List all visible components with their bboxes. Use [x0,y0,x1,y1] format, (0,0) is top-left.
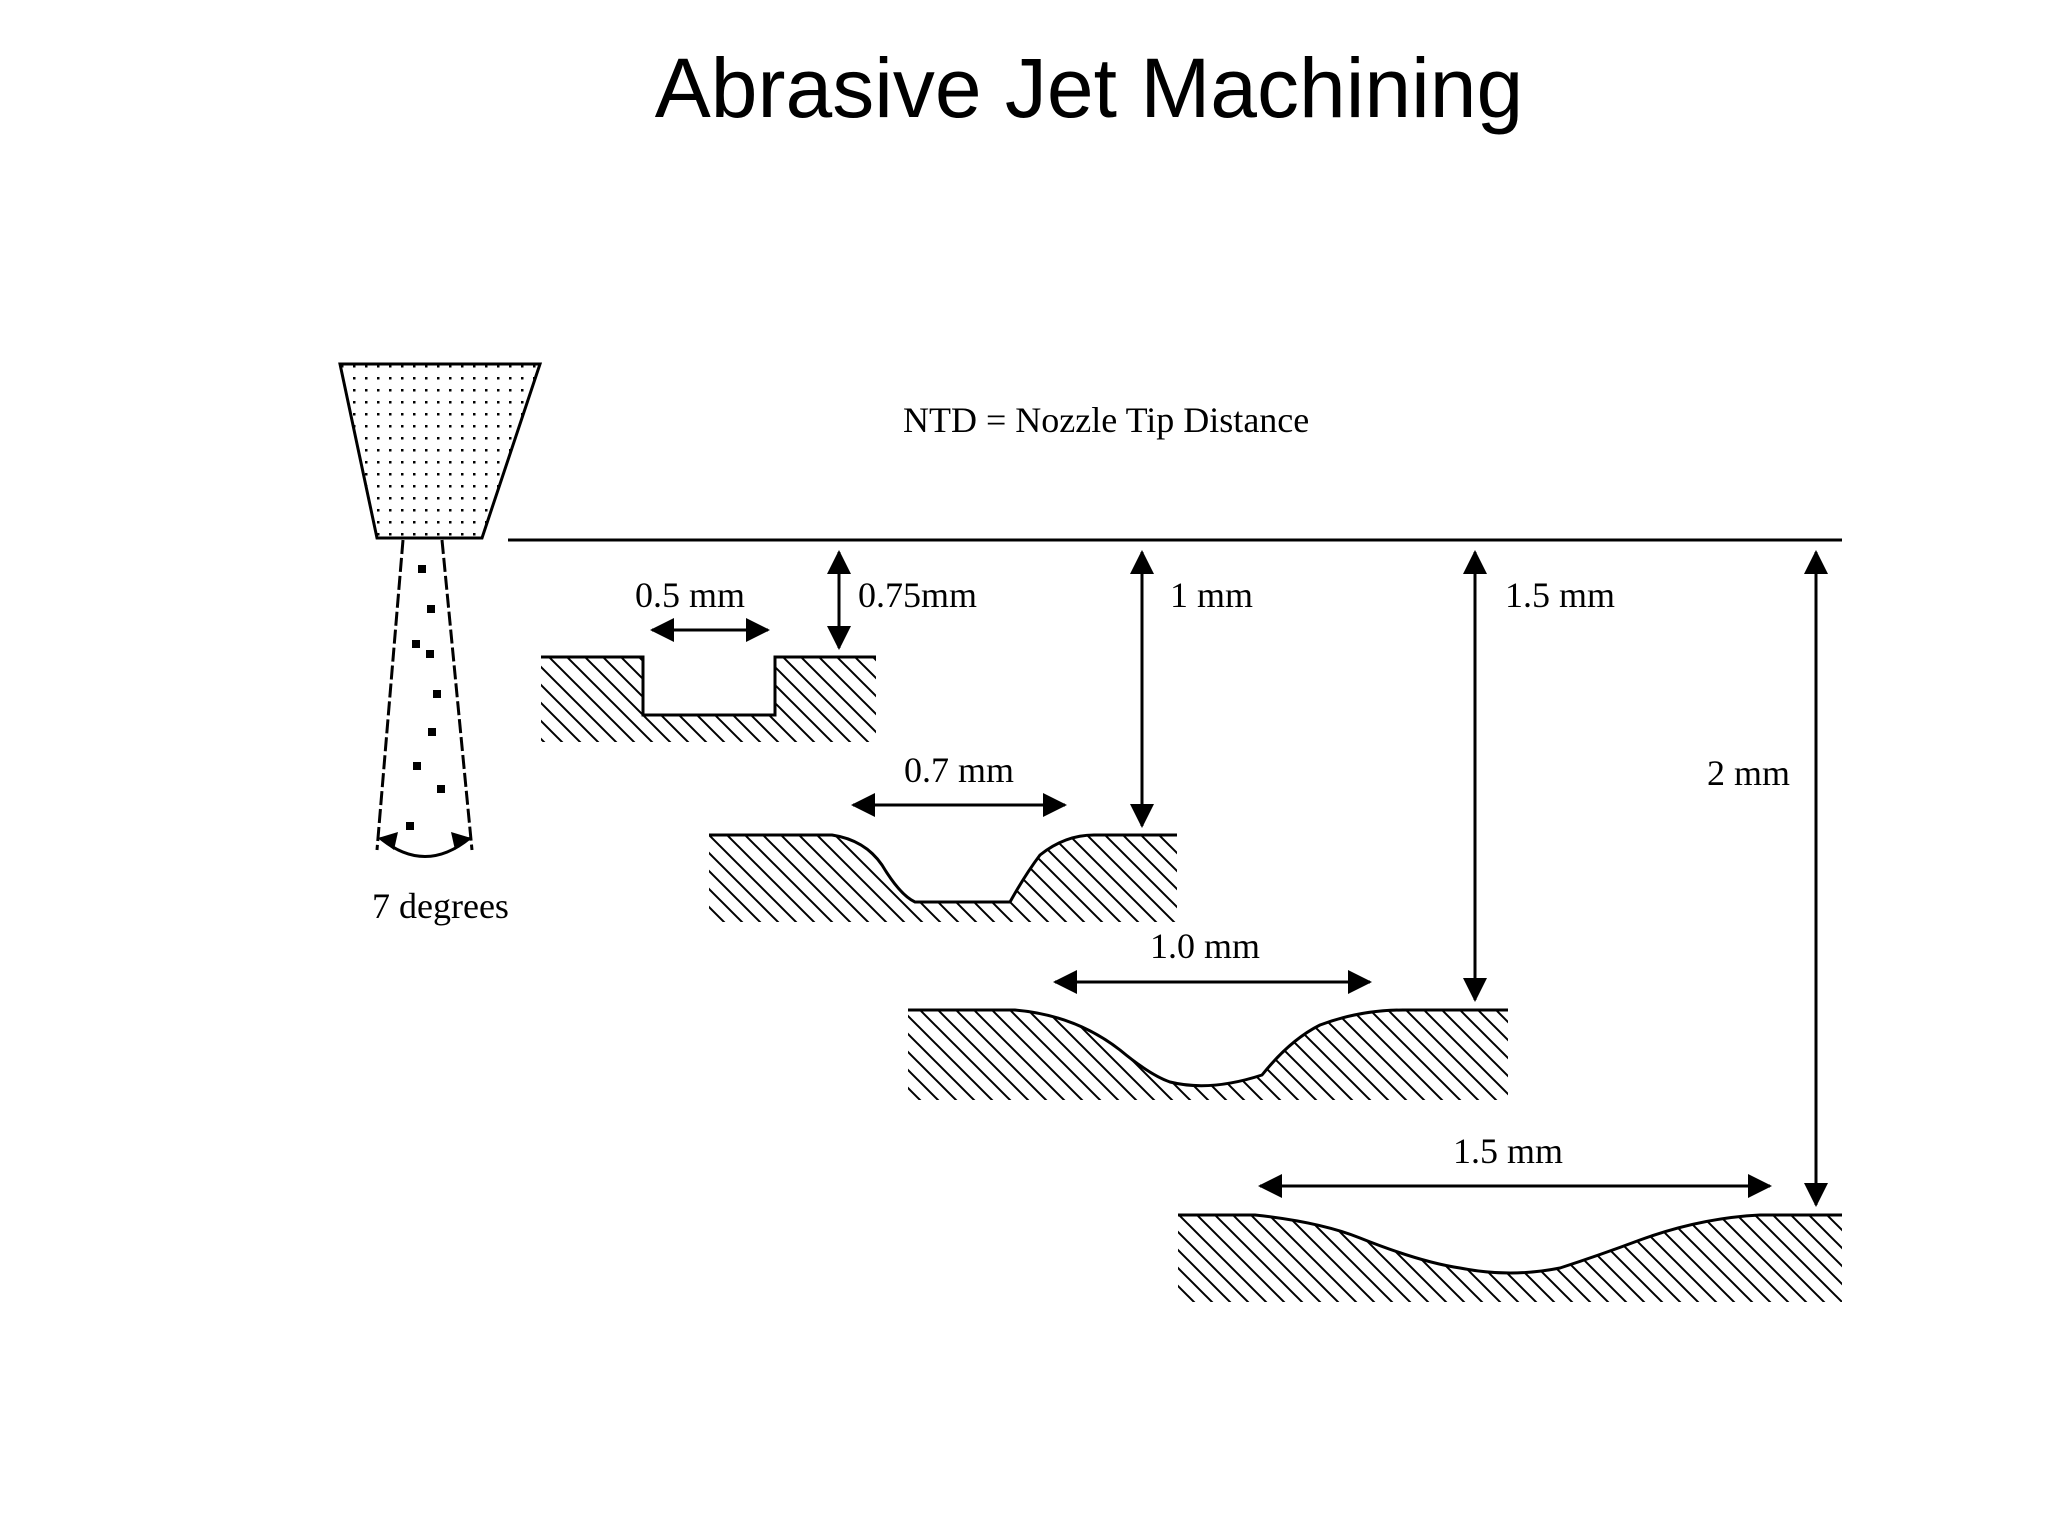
stage-4: 2 mm 1.5 mm [1178,550,1842,1302]
stage-1: 0.75mm 0.5 mm [541,550,977,742]
jet-left-edge [375,539,405,851]
jet-particle [418,565,426,573]
width-label-4: 1.5 mm [1453,1131,1563,1171]
jet-angle-arrow-right [451,832,471,850]
angle-label: 7 degrees [372,886,509,926]
abrasive-jet: 7 degrees [372,539,509,926]
workpiece-2 [709,835,1177,922]
ntd-label-2: 1 mm [1170,575,1253,615]
ntd-label-1: 0.75mm [858,575,977,615]
nozzle-body [338,362,543,540]
ntd-label-3: 1.5 mm [1505,575,1615,615]
jet-particle [406,822,414,830]
width-label-3: 1.0 mm [1150,926,1260,966]
workpiece-1 [541,657,876,742]
workpiece-1-surface [541,655,876,717]
jet-particle [428,728,436,736]
jet-particle [437,785,445,793]
jet-right-edge [440,539,474,851]
workpiece-3-surface [908,1008,1508,1088]
jet-angle-arrow-left [378,832,398,850]
ntd-label-4: 2 mm [1707,753,1790,793]
ntd-caption: NTD = Nozzle Tip Distance [903,400,1309,440]
nozzle [338,362,543,540]
page-title: Abrasive Jet Machining [654,41,1524,135]
width-label-2: 0.7 mm [904,750,1014,790]
width-label-1: 0.5 mm [635,575,745,615]
jet-particle [413,762,421,770]
jet-particle [427,605,435,613]
jet-particle [426,650,434,658]
workpiece-3 [908,1010,1508,1100]
workpiece-4 [1178,1215,1842,1302]
workpiece-4-surface [1178,1213,1842,1275]
jet-particle [412,640,420,648]
stage-3: 1.5 mm 1.0 mm [908,550,1615,1100]
jet-particle [433,690,441,698]
workpiece-2-surface [709,833,1177,904]
stage-2: 1 mm 0.7 mm [709,550,1253,922]
